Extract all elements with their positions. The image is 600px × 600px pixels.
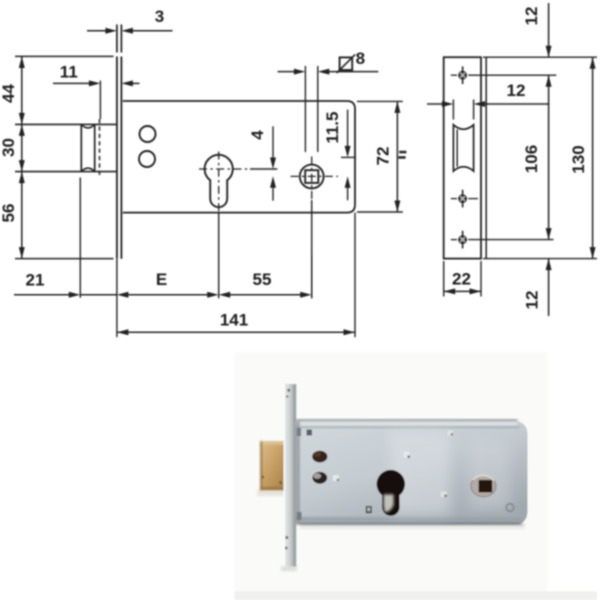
- svg-text:12: 12: [507, 81, 526, 100]
- svg-text:44: 44: [0, 84, 18, 103]
- svg-text:11.5: 11.5: [323, 112, 342, 144]
- svg-text:12: 12: [523, 291, 542, 310]
- svg-text:E: E: [156, 270, 167, 289]
- svg-text:72: 72: [374, 147, 393, 166]
- svg-text:3: 3: [155, 7, 164, 26]
- svg-text:130: 130: [569, 145, 588, 173]
- svg-text:11: 11: [60, 63, 78, 82]
- svg-text:30: 30: [0, 138, 18, 157]
- svg-text:12: 12: [522, 7, 541, 26]
- svg-text:22: 22: [452, 269, 471, 288]
- svg-text:106: 106: [522, 145, 541, 173]
- svg-text:56: 56: [0, 204, 18, 223]
- svg-text:21: 21: [26, 271, 45, 290]
- svg-text:55: 55: [253, 270, 272, 289]
- svg-text:8: 8: [356, 49, 365, 68]
- svg-text:141: 141: [220, 311, 248, 330]
- svg-text:4: 4: [248, 130, 267, 140]
